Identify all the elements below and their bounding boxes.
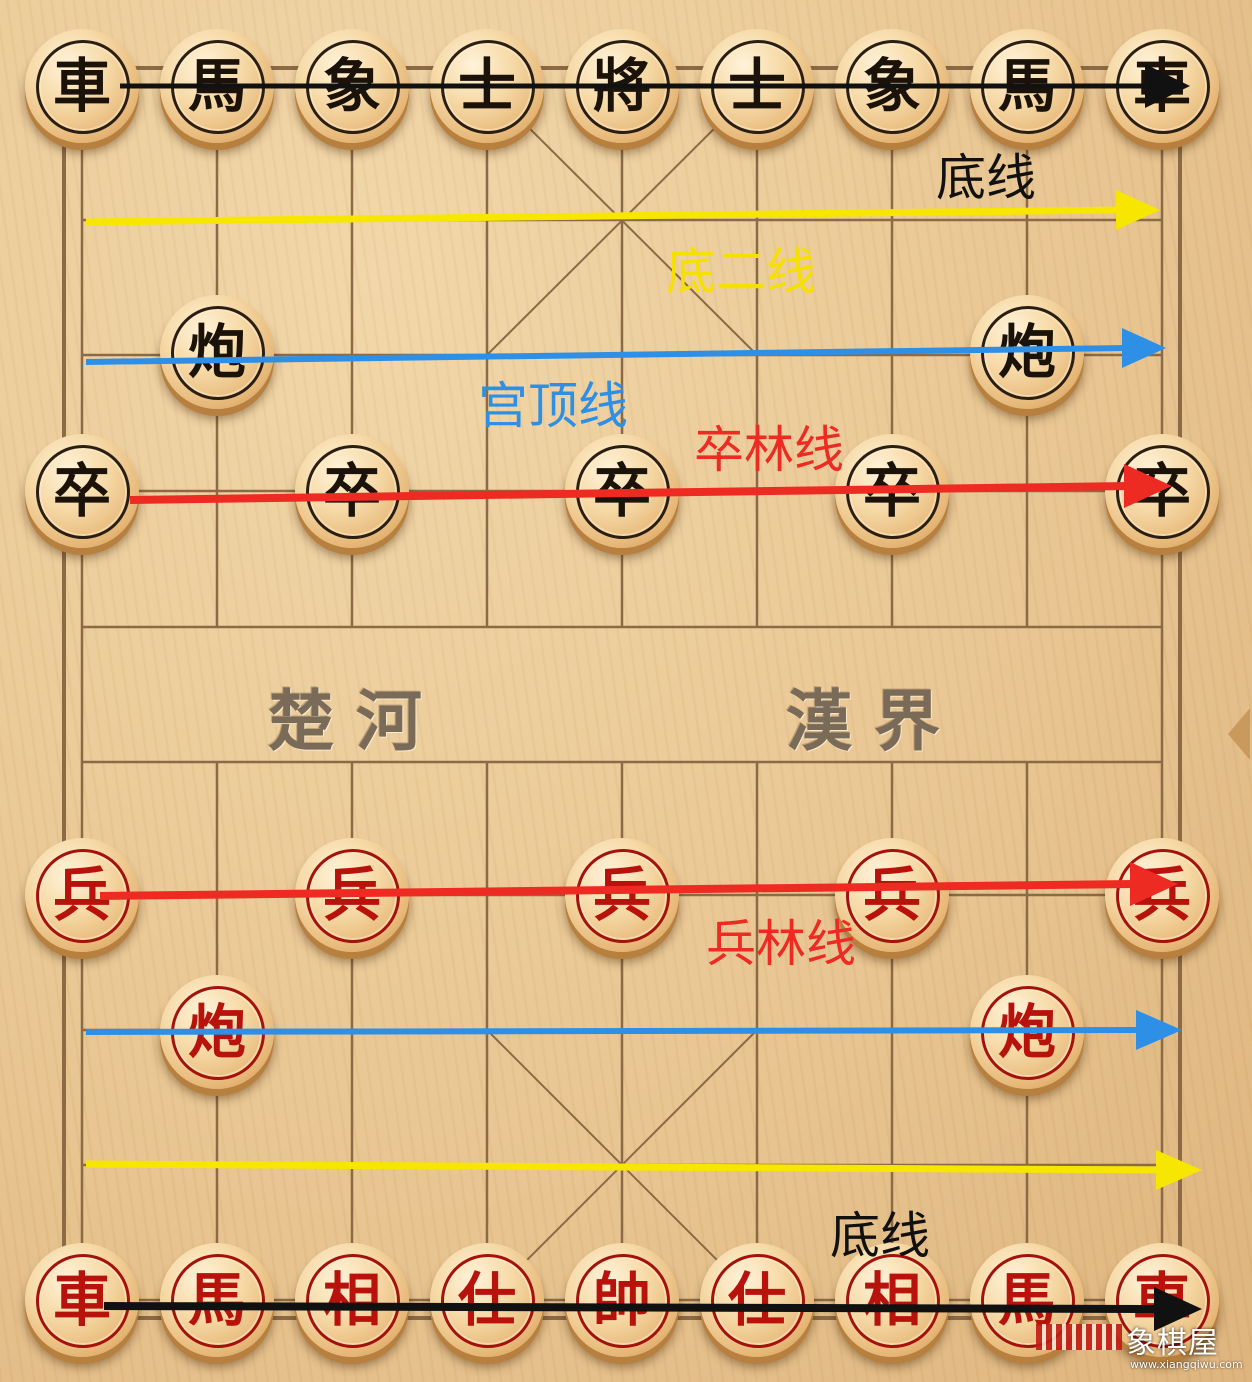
piece-black-soldier-1[interactable]: 卒 — [25, 434, 139, 548]
label-bottom-soldier-line: 兵林线 — [706, 915, 856, 973]
piece-red-elephant-right[interactable]: 相 — [835, 1243, 949, 1357]
piece-red-elephant-left[interactable]: 相 — [295, 1243, 409, 1357]
piece-black-advisor-left[interactable]: 士 — [430, 29, 544, 143]
piece-black-elephant-right[interactable]: 象 — [835, 29, 949, 143]
piece-black-advisor-right[interactable]: 士 — [700, 29, 814, 143]
piece-black-general[interactable]: 將 — [565, 29, 679, 143]
piece-red-cannon-right[interactable]: 炮 — [970, 975, 1084, 1089]
piece-red-soldier-1[interactable]: 兵 — [25, 838, 139, 952]
river-label-chu-he: 楚河 — [268, 682, 444, 760]
site-watermark: 象棋屋 www.xiangqiwu.com — [1036, 1318, 1243, 1376]
piece-black-soldier-3[interactable]: 卒 — [565, 434, 679, 548]
piece-red-horse-right[interactable]: 馬 — [970, 1243, 1084, 1357]
piece-black-cannon-left[interactable]: 炮 — [160, 295, 274, 409]
piece-black-horse-left[interactable]: 馬 — [160, 29, 274, 143]
piece-black-chariot-right[interactable]: 車 — [1105, 29, 1219, 143]
piece-red-cannon-left[interactable]: 炮 — [160, 975, 274, 1089]
piece-red-marshal[interactable]: 帥 — [565, 1243, 679, 1357]
piece-black-soldier-5[interactable]: 卒 — [1105, 434, 1219, 548]
piece-red-soldier-3[interactable]: 兵 — [565, 838, 679, 952]
river-label-han-jie: 漢界 — [786, 682, 962, 760]
piece-red-advisor-right[interactable]: 仕 — [700, 1243, 814, 1357]
piece-black-cannon-right[interactable]: 炮 — [970, 295, 1084, 409]
label-top-base-line: 底线 — [936, 149, 1036, 207]
piece-black-elephant-left[interactable]: 象 — [295, 29, 409, 143]
piece-red-horse-left[interactable]: 馬 — [160, 1243, 274, 1357]
piece-black-soldier-2[interactable]: 卒 — [295, 434, 409, 548]
label-top-soldier-line: 卒林线 — [694, 421, 844, 479]
board-edge-tab — [1228, 708, 1250, 760]
label-bottom-base-line: 底线 — [830, 1207, 930, 1265]
piece-red-soldier-2[interactable]: 兵 — [295, 838, 409, 952]
watermark-url: www.xiangqiwu.com — [1130, 1358, 1243, 1371]
watermark-title: 象棋屋 — [1126, 1326, 1219, 1361]
piece-black-chariot-left[interactable]: 車 — [25, 29, 139, 143]
piece-black-soldier-4[interactable]: 卒 — [835, 434, 949, 548]
piece-red-soldier-5[interactable]: 兵 — [1105, 838, 1219, 952]
watermark-flag-icon — [1036, 1324, 1122, 1350]
piece-red-chariot-left[interactable]: 車 — [25, 1243, 139, 1357]
label-top-palace-line: 宫顶线 — [478, 377, 628, 435]
piece-red-advisor-left[interactable]: 仕 — [430, 1243, 544, 1357]
label-top-second-line: 底二线 — [666, 243, 816, 301]
piece-black-horse-right[interactable]: 馬 — [970, 29, 1084, 143]
